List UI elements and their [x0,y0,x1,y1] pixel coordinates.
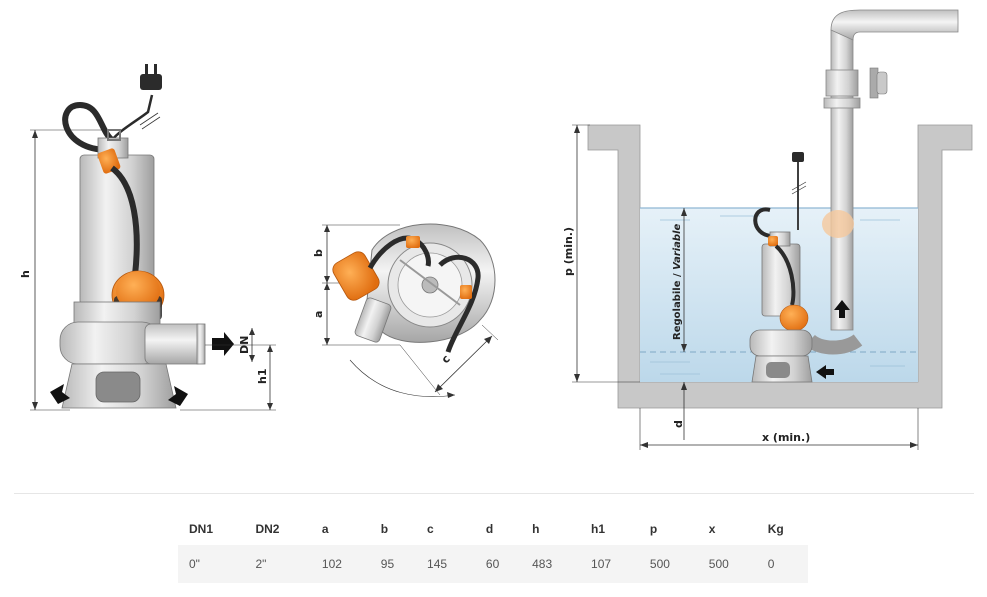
adjustable-label-it: Regolabile / [672,270,683,340]
col-header-p: p [649,522,658,536]
col-header-a: a [321,522,329,536]
cell-x: 500 [697,545,757,583]
cell-b: 95 [369,545,417,583]
col-header-kg: Kg [767,522,784,536]
cell-kg: 0 [756,545,808,583]
col-header-h1: h1 [591,522,606,536]
col-header-d: d [485,522,494,536]
dim-label-a: a [312,311,325,318]
col-header-h: h [532,522,540,536]
dim-label-d: d [672,420,685,428]
col-header-c: c [427,522,434,536]
dimensions-table: DN1 DN2 a b c d h h1 p x Kg 0" 2" 102 95… [178,513,808,583]
cell-h1: 107 [580,545,639,583]
pump-installation-view: p (min.) Regolabile / Variable d x (min.… [562,9,973,450]
dim-label-b: b [312,249,325,257]
dim-label-x: x (min.) [762,431,810,444]
table-row: 0" 2" 102 95 145 60 483 107 500 500 0 [178,545,808,583]
pump-dimension-diagram: h [19,9,973,450]
pump-top-view: b a c [312,223,499,398]
table-header-row: DN1 DN2 a b c d h h1 p x Kg [178,513,808,545]
col-header-dn2: DN2 [255,522,280,536]
dim-label-c: c [439,352,453,366]
cell-d: 60 [474,545,522,583]
cell-dn1: 0" [178,545,245,583]
cell-p: 500 [638,545,698,583]
adjustable-label-en: Variable [672,223,683,269]
cell-a: 102 [310,545,370,583]
pump-front-view: h [19,64,276,411]
dim-label-h: h [19,270,32,278]
col-header-x: x [708,522,716,536]
dim-label-adjustable: Regolabile / Variable [672,223,683,340]
cell-dn2: 2" [244,545,311,583]
col-header-dn1: DN1 [189,522,214,536]
col-header-b: b [380,522,389,536]
section-divider [14,493,974,494]
dim-label-h1: h1 [256,369,269,385]
cell-h: 483 [521,545,581,583]
cell-c: 145 [416,545,475,583]
dim-label-p: p (min.) [562,227,575,276]
